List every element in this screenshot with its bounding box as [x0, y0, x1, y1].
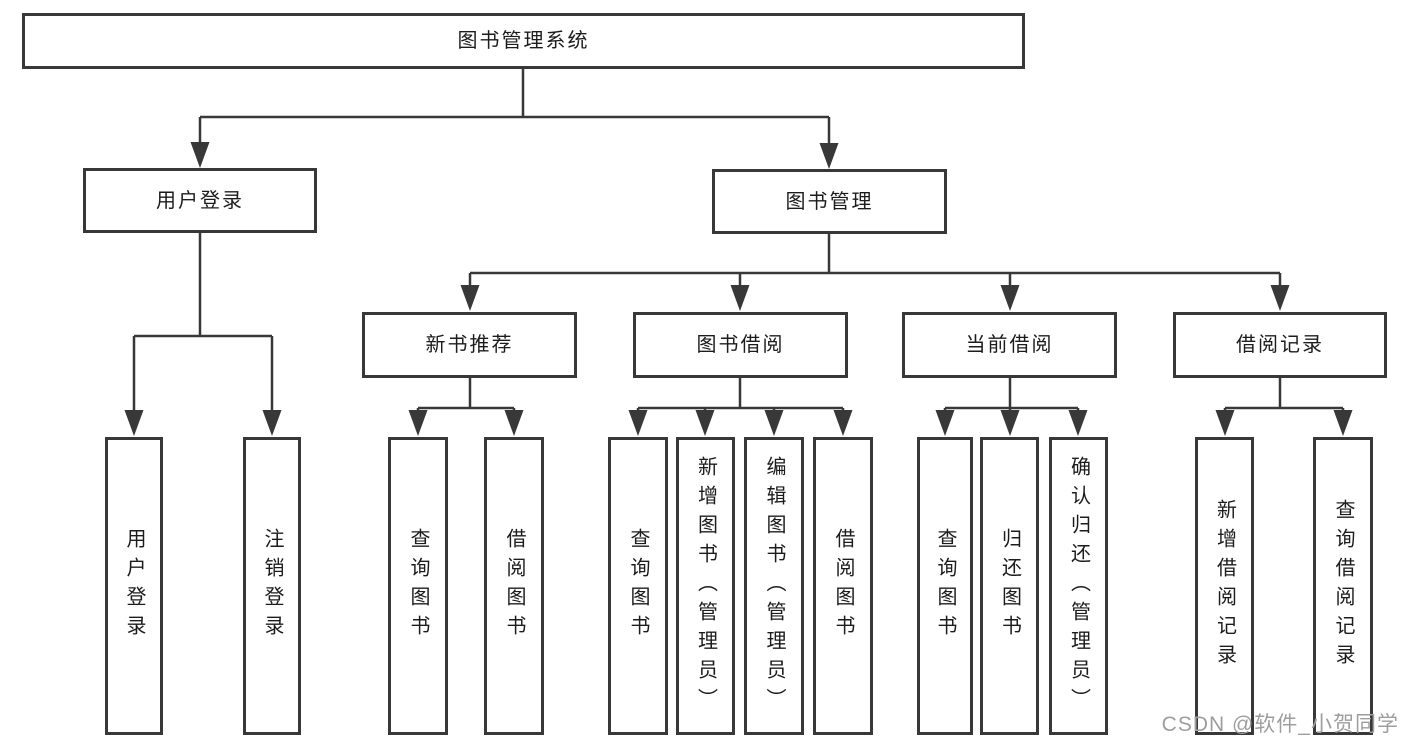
- arrowhead: [408, 410, 428, 436]
- arrowhead: [504, 410, 524, 436]
- arrowhead: [628, 410, 648, 436]
- leaf-borrow-books-recommend: 借阅图书: [484, 437, 544, 735]
- edge-login-to-leaves: [132, 233, 274, 412]
- node-user-login-module: 用户登录: [83, 168, 317, 233]
- leaf-query-books-recommend: 查询图书: [388, 437, 448, 735]
- edge-root-to-level2: [198, 69, 831, 145]
- arrowhead: [1000, 410, 1020, 436]
- node-book-management-module: 图书管理: [712, 169, 947, 234]
- arrowhead: [819, 143, 839, 169]
- leaf-edit-book-admin: 编辑图书（管理员）: [744, 437, 804, 735]
- arrowhead: [1333, 410, 1353, 436]
- leaf-query-books-current: 查询图书: [917, 437, 973, 735]
- leaf-return-books: 归还图书: [980, 437, 1039, 735]
- node-borrow-records: 借阅记录: [1173, 312, 1387, 378]
- arrowhead: [124, 410, 144, 436]
- leaf-logout: 注销登录: [243, 437, 301, 735]
- arrowhead: [1215, 410, 1235, 436]
- edge-borrowing-to-leaves: [636, 378, 845, 413]
- edge-management-to-level3: [468, 234, 1282, 287]
- leaf-borrow-books-borrowing: 借阅图书: [813, 437, 873, 735]
- leaf-query-books-borrowing: 查询图书: [608, 437, 668, 735]
- arrowhead: [262, 410, 282, 436]
- arrowhead: [1000, 285, 1020, 311]
- arrowhead: [764, 410, 784, 436]
- arrowhead: [833, 410, 853, 436]
- arrowhead: [695, 410, 715, 436]
- leaf-confirm-return-admin: 确认归还（管理员）: [1049, 437, 1108, 735]
- leaf-add-book-admin: 新增图书（管理员）: [676, 437, 735, 735]
- edge-current-to-leaves: [943, 378, 1080, 413]
- arrowhead: [935, 410, 955, 436]
- arrowhead: [730, 285, 750, 311]
- csdn-watermark: CSDN @软件_小贺同学: [1161, 713, 1399, 736]
- arrowhead: [460, 285, 480, 311]
- leaf-user-login: 用户登录: [105, 437, 163, 735]
- node-current-borrow: 当前借阅: [902, 312, 1117, 378]
- edge-records-to-leaves: [1223, 378, 1345, 413]
- node-library-management-system: 图书管理系统: [22, 13, 1025, 69]
- leaf-add-borrow-record: 新增借阅记录: [1195, 437, 1254, 735]
- arrowhead: [1270, 285, 1290, 311]
- node-new-book-recommend: 新书推荐: [362, 312, 577, 378]
- arrowhead: [190, 142, 210, 168]
- edge-recommend-to-leaves: [416, 378, 516, 413]
- node-book-borrowing: 图书借阅: [633, 312, 848, 378]
- arrowhead: [1068, 410, 1088, 436]
- leaf-query-borrow-record: 查询借阅记录: [1313, 437, 1373, 735]
